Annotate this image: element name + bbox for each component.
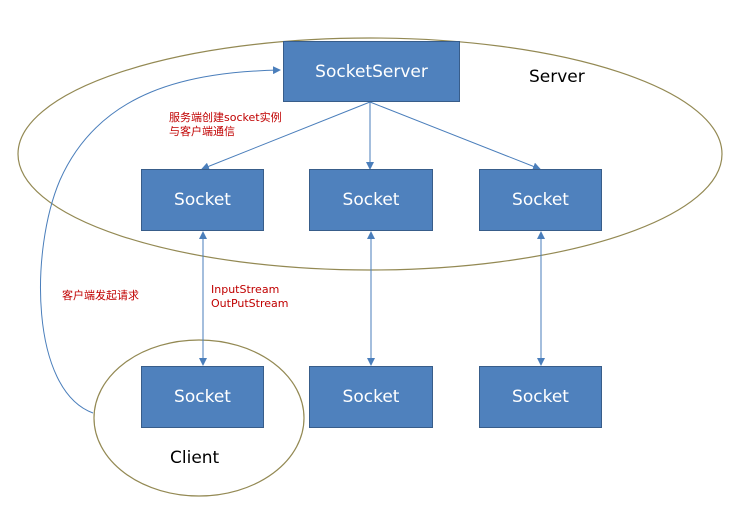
arrow-server-to-socket-1 [201, 101, 371, 171]
annotation-create-line1: 服务端创建socket实例 [169, 111, 282, 124]
server-label: Server [529, 67, 585, 87]
socket-label: Socket [342, 190, 400, 210]
socket-label: Socket [174, 387, 231, 407]
annotation-client-request: 客户端发起请求 [62, 289, 139, 302]
server-socket-2: Socket [309, 169, 433, 231]
server-socket-3: Socket [479, 169, 602, 231]
server-socket-1: Socket [141, 169, 264, 231]
client-label: Client [170, 448, 220, 468]
client-socket-3: Socket [479, 366, 602, 428]
annotation-input-stream: InputStream [211, 283, 280, 296]
socket-label: Socket [342, 387, 400, 407]
arrow-client-request [40, 66, 281, 414]
socket-label: Socket [512, 190, 569, 210]
socket-server-label: SocketServer [315, 61, 428, 82]
annotation-create-line2: 与客户端通信 [169, 125, 235, 138]
arrow-server-to-socket-3 [369, 101, 541, 171]
socket-label: Socket [512, 387, 569, 407]
socket-server-box: SocketServer [283, 41, 460, 102]
client-socket-1: Socket [141, 366, 264, 428]
client-socket-2: Socket [309, 366, 433, 428]
annotation-output-stream: OutPutStream [211, 297, 289, 310]
socket-label: Socket [174, 190, 231, 210]
